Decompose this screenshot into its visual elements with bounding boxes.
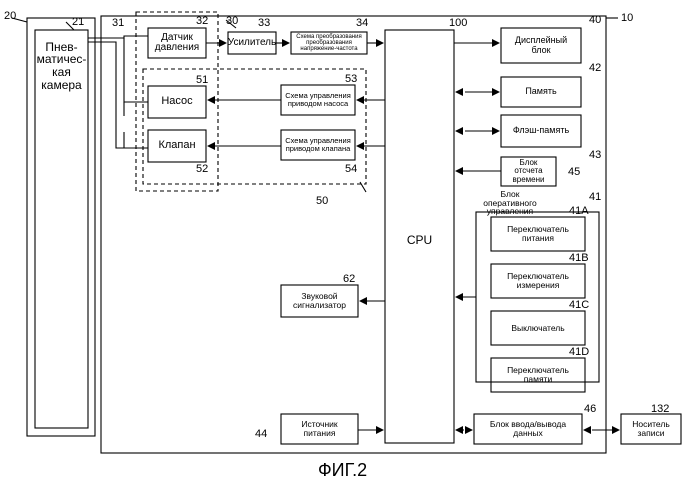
ref-41D: 41D xyxy=(569,346,589,358)
ref-100: 100 xyxy=(449,17,467,29)
ref-31: 31 xyxy=(112,17,124,29)
ref-43: 43 xyxy=(589,149,601,161)
ref-33: 33 xyxy=(258,17,270,29)
ref-32: 32 xyxy=(196,15,208,27)
ref-10: 10 xyxy=(621,12,633,24)
pump-driver-label: Схема управления приводом насоса xyxy=(281,85,355,115)
ref-44: 44 xyxy=(255,428,267,440)
buzzer-label: Звуковой сигнализатор xyxy=(281,285,358,317)
ref-54: 54 xyxy=(345,163,357,175)
medium-label: Носитель записи xyxy=(621,414,681,444)
ref-46: 46 xyxy=(584,403,596,415)
ref-20: 20 xyxy=(4,10,16,22)
ref-41C: 41C xyxy=(569,299,589,311)
ref-53: 53 xyxy=(345,73,357,85)
ref-21: 21 xyxy=(72,16,84,28)
power-source-label: Источник питания xyxy=(281,414,358,444)
memory-label: Память xyxy=(501,77,581,107)
figure-caption: ФИГ.2 xyxy=(318,460,367,481)
timer-label: Блок отсчета времени xyxy=(501,157,556,186)
ref-62: 62 xyxy=(343,273,355,285)
sensor-label: Датчик давления xyxy=(148,28,206,58)
ref-132: 132 xyxy=(651,403,669,415)
amplifier-label: Усилитель xyxy=(228,32,276,54)
valve-driver-label: Схема управления приводом клапана xyxy=(281,130,355,160)
converter-label: Схема преобразования преобразования напр… xyxy=(291,32,367,54)
off-switch-label: Выключатель xyxy=(491,311,585,345)
pump-label: Насос xyxy=(148,86,206,118)
ref-50: 50 xyxy=(316,195,328,207)
cpu-label: CPU xyxy=(385,225,454,255)
io-label: Блок ввода/вывода данных xyxy=(474,414,582,444)
memory-switch-label: Переключатель памяти xyxy=(491,358,585,392)
ref-30: 30 xyxy=(226,15,238,27)
flash-label: Флэш-память xyxy=(501,115,581,147)
ref-42: 42 xyxy=(589,62,601,74)
ref-34: 34 xyxy=(356,17,368,29)
ref-41: 41 xyxy=(589,191,601,203)
ref-41A: 41A xyxy=(569,205,589,217)
valve-label: Клапан xyxy=(148,130,206,162)
ref-40: 40 xyxy=(589,14,601,26)
ref-51: 51 xyxy=(196,74,208,86)
ref-45: 45 xyxy=(568,166,580,178)
measure-switch-label: Переключатель измерения xyxy=(491,264,585,298)
ref-41B: 41B xyxy=(569,252,589,264)
display-label: Дисплейный блок xyxy=(501,28,581,63)
op-unit-label: Блок оперативного управления xyxy=(470,188,550,218)
ref-52: 52 xyxy=(196,163,208,175)
camera-label: Пнев- матичес- кая камера xyxy=(35,30,88,102)
power-switch-label: Переключатель питания xyxy=(491,217,585,251)
